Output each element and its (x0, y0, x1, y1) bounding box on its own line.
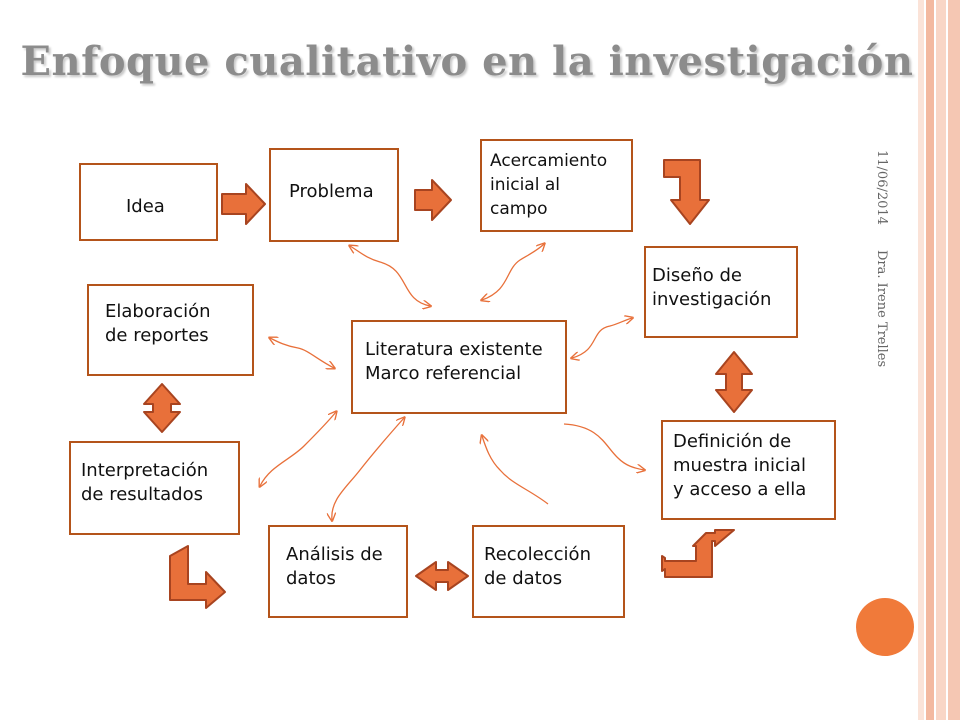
node-elaboracion-label: Elaboración de reportes (105, 301, 211, 346)
arrow-leftright-recoleccion-analisis (415, 561, 469, 591)
node-diseno: Diseño de investigación (644, 246, 798, 338)
right-stripe-4 (948, 0, 960, 720)
arrow-updown-diseno-definicion (715, 351, 753, 413)
node-literatura-label: Literatura existente Marco referencial (365, 339, 543, 384)
node-idea: Idea (79, 163, 218, 241)
slide-title: Enfoque cualitativo en la investigación (20, 38, 914, 85)
node-analisis: Análisis de datos (268, 525, 408, 618)
node-idea-label: Idea (126, 196, 165, 217)
node-definicion: Definición de muestra inicial y acceso a… (661, 420, 836, 520)
node-interpretacion: Interpretación de resultados (69, 441, 240, 535)
right-stripe-3 (936, 0, 946, 720)
link-literatura-diseno (572, 318, 632, 358)
node-recoleccion: Recolección de datos (472, 525, 625, 618)
right-stripe-2 (926, 0, 934, 720)
node-diseno-label: Diseño de investigación (652, 265, 772, 310)
right-stripe-1 (918, 0, 924, 720)
arrow-right-idea-problema (221, 183, 266, 225)
node-acercamiento-label: Acercamiento inicial al campo (490, 151, 608, 219)
node-acercamiento: Acercamiento inicial al campo (480, 139, 633, 232)
arrow-bent-left-recoleccion (661, 529, 735, 578)
arrow-bent-down-diseno (663, 159, 710, 225)
node-problema: Problema (269, 148, 399, 242)
node-recoleccion-label: Recolección de datos (484, 544, 591, 589)
link-literatura-definicion (563, 423, 644, 470)
node-literatura: Literatura existente Marco referencial (351, 320, 567, 414)
decorative-circle (856, 598, 914, 656)
node-definicion-label: Definición de muestra inicial y acceso a… (673, 431, 807, 500)
node-analisis-label: Análisis de datos (286, 544, 383, 589)
node-elaboracion: Elaboración de reportes (87, 284, 254, 376)
link-literatura-acercamiento (482, 244, 544, 300)
link-interpretacion-literatura (260, 412, 336, 486)
arrow-updown-interpretacion-elaboracion (143, 383, 181, 433)
node-interpretacion-label: Interpretación de resultados (81, 460, 209, 505)
arrow-right-problema-acercamiento (414, 179, 452, 221)
link-literatura-elaboracion (270, 338, 334, 368)
link-literatura-problema (350, 246, 430, 306)
link-analisis-literatura (332, 418, 404, 520)
node-problema-label: Problema (289, 181, 374, 202)
link-recoleccion-literatura (482, 436, 549, 505)
arrow-bent-right-analisis (169, 545, 226, 609)
